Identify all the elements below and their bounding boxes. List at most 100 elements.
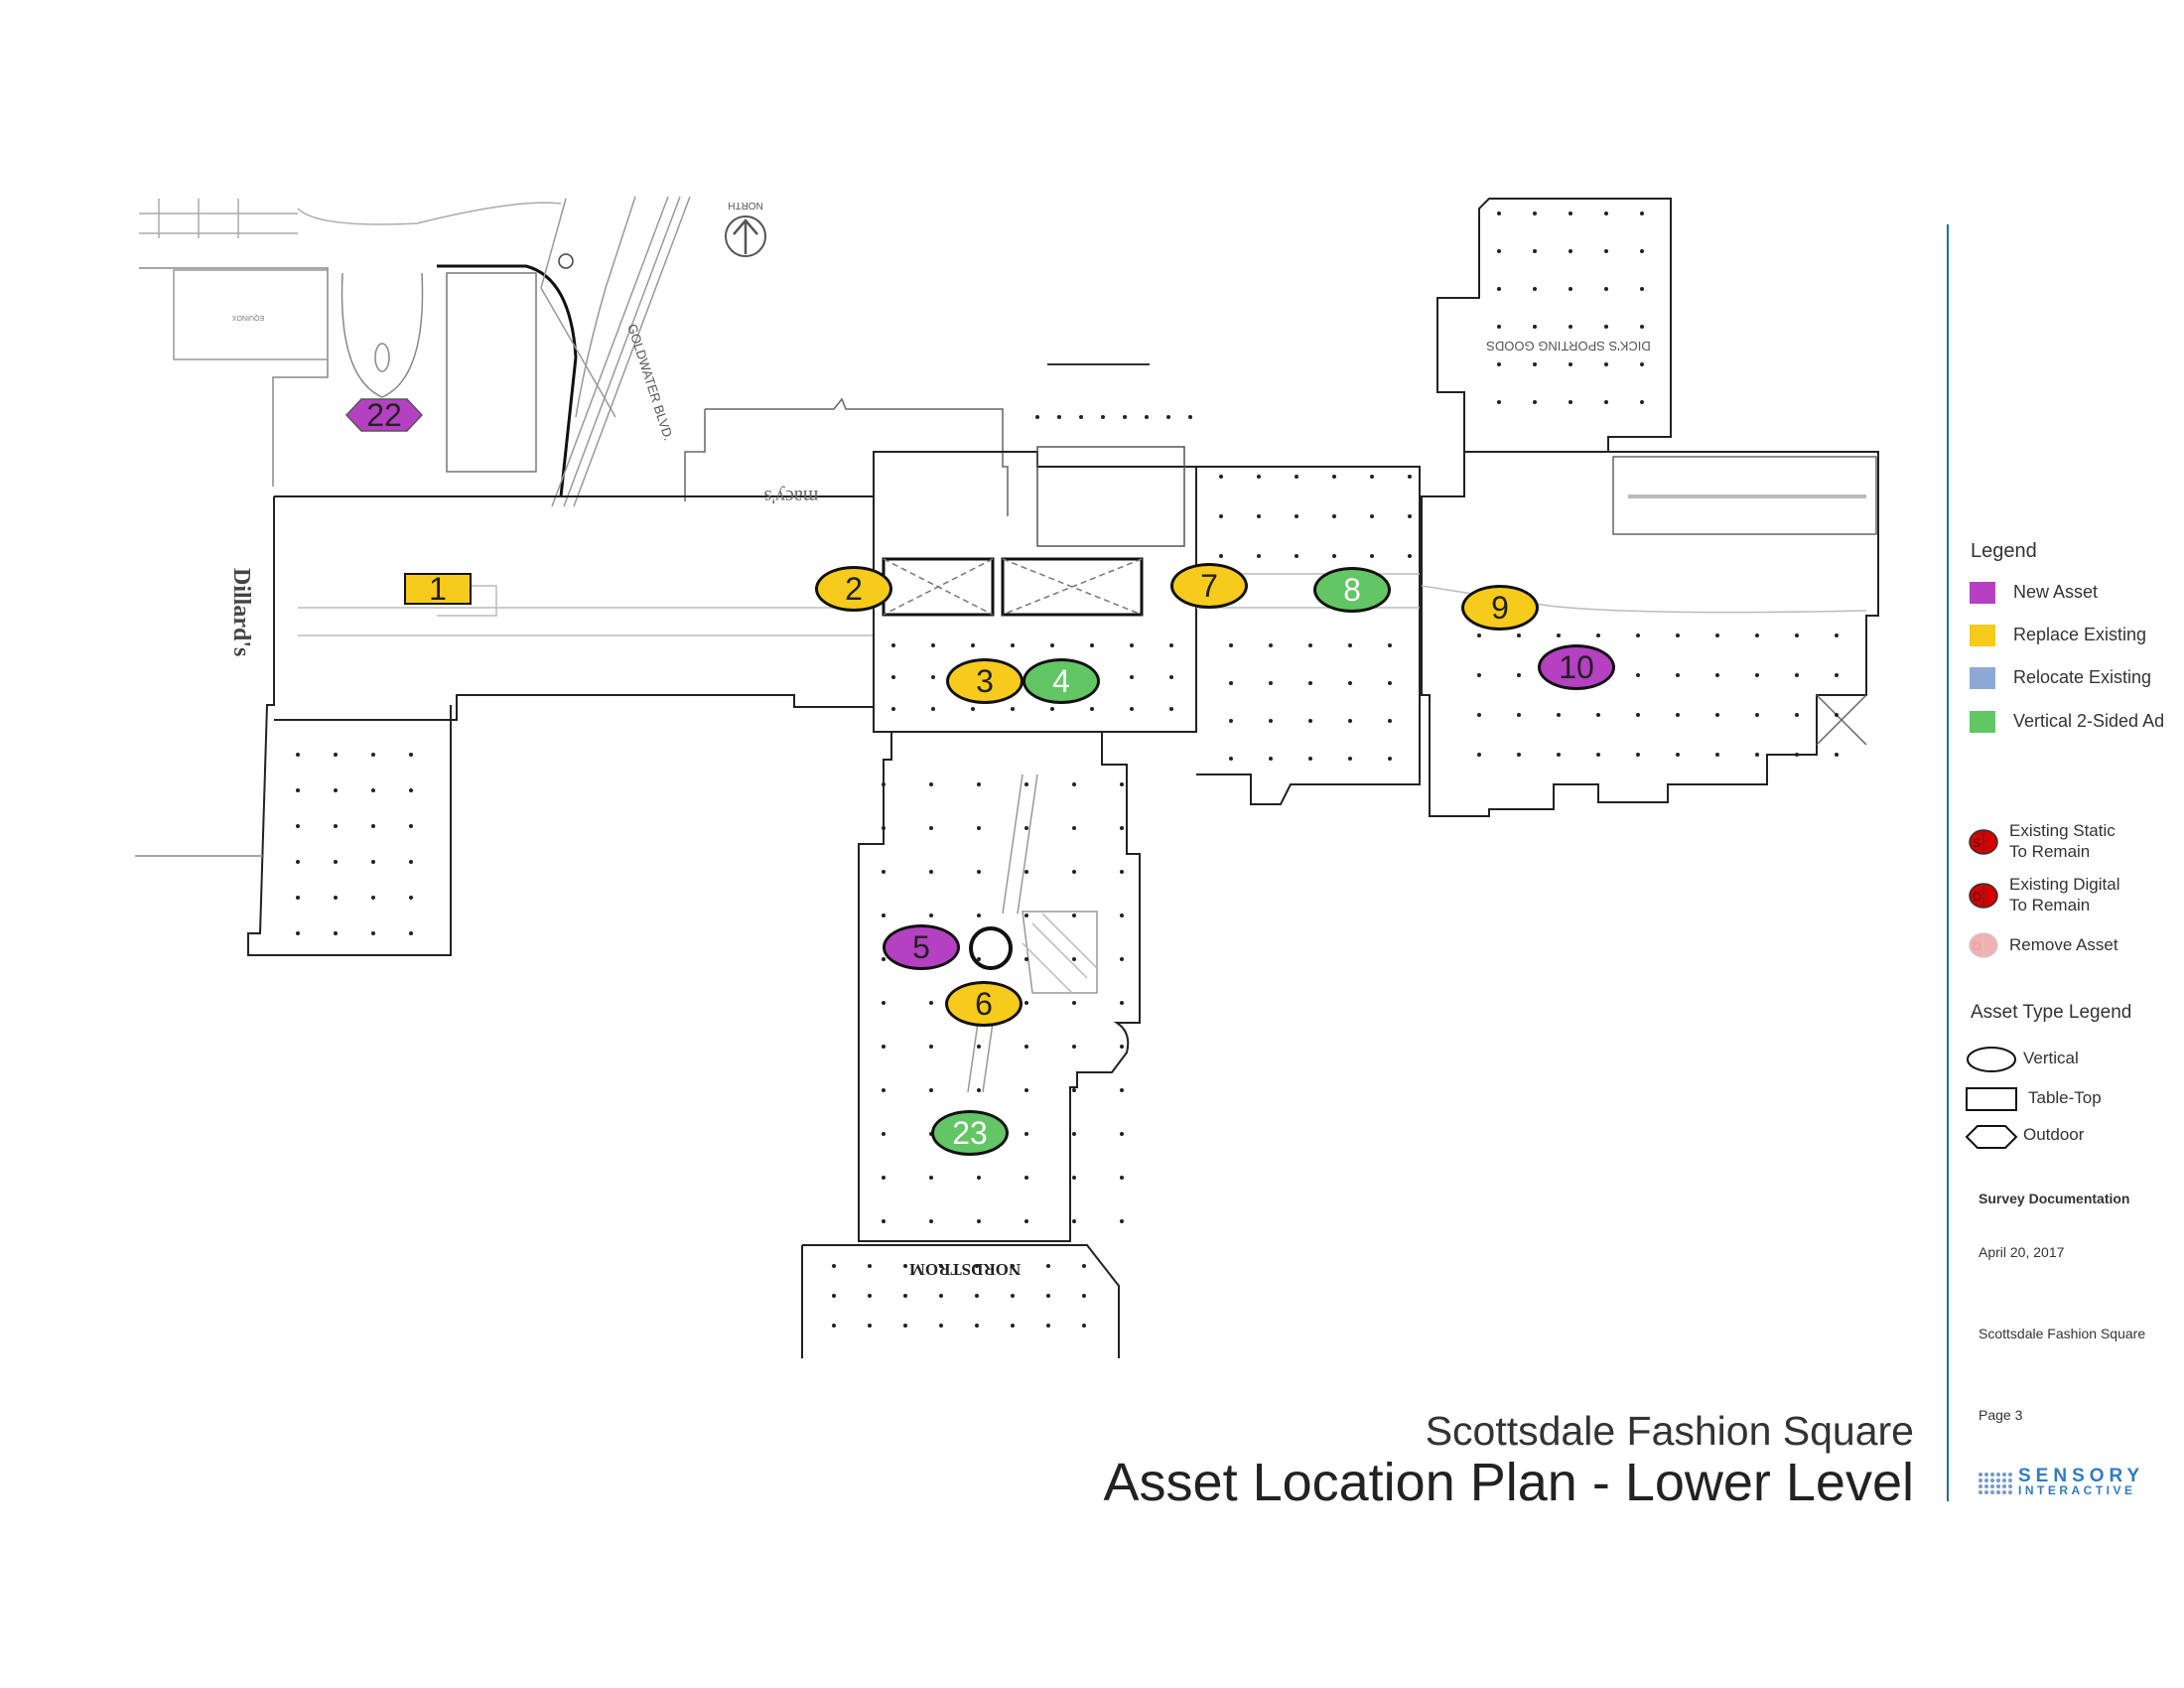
column-dot [1636,673,1640,677]
existing-asset-icons: S D D [1969,829,1998,958]
column-dot [1120,1001,1124,1005]
column-dot [1755,673,1759,677]
column-dot [1295,475,1298,479]
column-dot [334,931,338,935]
column-dot [371,931,375,935]
logo-dot [1984,1484,1988,1488]
column-dot [1308,643,1312,647]
column-dot [1370,475,1374,479]
column-dot [891,643,895,647]
column-dot [1676,713,1680,717]
column-dot [1596,633,1600,637]
column-dot [1130,643,1134,647]
column-dot [1348,643,1352,647]
column-dot [296,824,300,828]
column-dot [1533,249,1537,253]
column-dot [1072,1088,1076,1092]
column-dot [1497,400,1501,404]
asset-marker-3[interactable]: 3 [946,658,1024,704]
column-dot [1072,782,1076,786]
column-dot [1604,400,1608,404]
asset-marker-label: 9 [1491,589,1509,626]
asset-marker-6[interactable]: 6 [945,981,1023,1027]
column-dot [296,860,300,864]
logo-dot [1996,1484,2000,1488]
column-dot [1640,287,1644,291]
column-dot [1057,415,1061,419]
column-dot [334,788,338,792]
column-dot [882,1176,886,1180]
column-dot [1408,475,1412,479]
column-dot [903,1324,907,1328]
column-dot [1596,713,1600,717]
column-dot [1090,643,1094,647]
column-dot [1676,633,1680,637]
asset-marker-1[interactable]: 1 [404,571,472,607]
logo-dot [1996,1490,2000,1494]
asset-marker-4[interactable]: 4 [1023,658,1100,704]
table-top-shape-icon [1966,1087,2017,1111]
asset-marker-5[interactable]: 5 [883,924,960,970]
column-dot [1835,633,1839,637]
logo-dot [2008,1484,2012,1488]
column-dot [1533,287,1537,291]
column-dot [1090,707,1094,711]
asset-marker-7[interactable]: 7 [1170,563,1248,609]
column-dot [882,957,886,961]
column-dot [1269,719,1273,723]
column-dot [1569,249,1572,253]
asset-marker-label: 7 [1200,567,1218,604]
column-dot [296,931,300,935]
column-dot [1145,415,1149,419]
asset-marker-label: 23 [952,1114,988,1151]
column-dot [891,707,895,711]
asset-marker-label: 10 [1559,648,1594,685]
column-dot [1072,826,1076,830]
column-dot [1715,673,1719,677]
column-dot [1517,673,1521,677]
column-dot [977,1219,981,1223]
asset-type-legend-title: Asset Type Legend [1971,1002,2132,1023]
column-dot [296,753,300,757]
survey-date: April 20, 2017 [1979,1244,2065,1260]
north-label: NORTH [728,200,762,211]
column-dot [296,896,300,900]
column-dot [1795,753,1799,757]
column-dot [1219,514,1223,518]
column-dot [409,753,413,757]
asset-marker-8[interactable]: 8 [1313,567,1391,613]
logo-dot [2008,1490,2012,1494]
asset-marker-23[interactable]: 23 [931,1110,1009,1156]
column-dot [975,1264,979,1268]
legend-label: Relocate Existing [2013,667,2152,687]
asset-marker-label: 4 [1052,662,1070,699]
column-dot [1011,1264,1015,1268]
property-title: Scottsdale Fashion Square [1425,1408,1914,1454]
column-dot [1120,870,1124,874]
column-dot [903,1294,907,1298]
asset-marker-9[interactable]: 9 [1461,585,1539,631]
column-dot [931,643,935,647]
column-dot [1269,681,1273,685]
column-dot [1024,826,1028,830]
asset-marker-22[interactable]: 22 [344,397,424,433]
column-dot [832,1294,836,1298]
column-dot [409,860,413,864]
asset-marker-10[interactable]: 10 [1538,644,1615,690]
column-dot [1477,673,1481,677]
column-dot [1408,514,1412,518]
column-dot [1604,211,1608,215]
column-dot [1755,753,1759,757]
building-outline [135,196,1879,1358]
column-dot [371,788,375,792]
column-dot [1604,249,1608,253]
column-dot [1130,707,1134,711]
column-dot [929,914,933,917]
column-dot [409,931,413,935]
svg-text:S: S [1973,836,1980,850]
asset-marker-2[interactable]: 2 [815,566,892,612]
survey-property: Scottsdale Fashion Square [1979,1326,2146,1341]
column-dot [931,707,935,711]
column-dot [1295,554,1298,558]
